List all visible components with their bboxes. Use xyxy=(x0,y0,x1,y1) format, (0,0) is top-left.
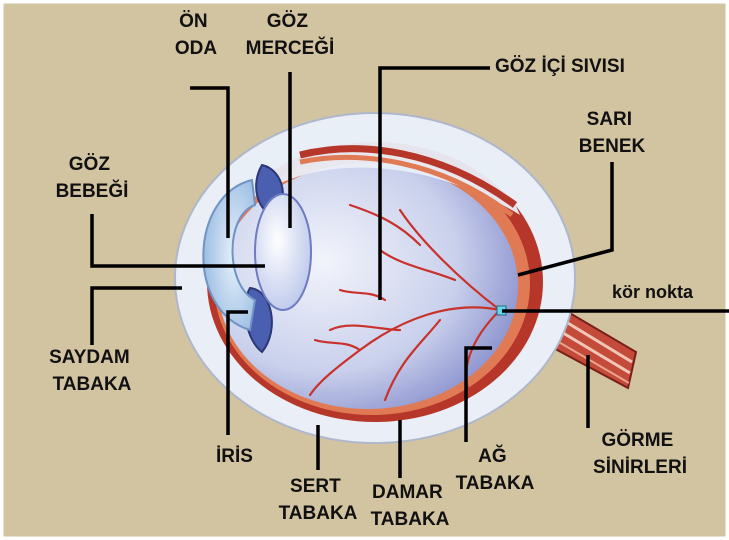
label-kor-nokta: kör nokta xyxy=(612,282,694,302)
label-goz-ici-sivisi: GÖZ İÇİ SIVISI xyxy=(495,56,625,77)
label-iris: İRİS xyxy=(216,446,253,467)
lens xyxy=(255,194,311,310)
